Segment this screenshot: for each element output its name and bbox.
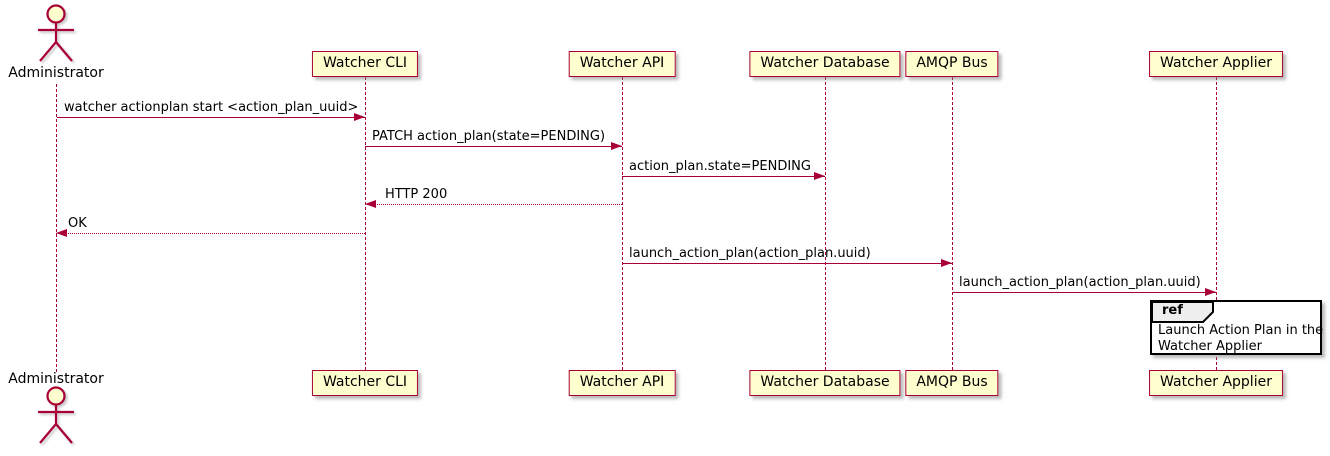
arrowhead-icon [941, 259, 952, 267]
arrowhead-icon [814, 172, 825, 180]
lifeline-watcher-api [622, 77, 623, 370]
actor-icon [38, 386, 74, 444]
ref-keyword: ref [1162, 303, 1183, 318]
participant-top-amqp-bus: AMQP Bus [905, 51, 999, 77]
participant-bottom-watcher-applier: Watcher Applier [1149, 370, 1283, 396]
participant-bottom-watcher-cli: Watcher CLI [311, 370, 419, 396]
message-line-3 [622, 176, 825, 177]
message-line-6 [622, 263, 952, 264]
ref-text: Launch Action Plan in the Watcher Applie… [1158, 323, 1323, 355]
message-label-6: launch_action_plan(action_plan.uuid) [629, 246, 871, 261]
arrowhead-icon [1205, 288, 1216, 296]
participant-bottom-watcher-api: Watcher API [568, 370, 676, 396]
message-line-5 [56, 233, 365, 234]
participant-bottom-watcher-database: Watcher Database [749, 370, 901, 396]
message-line-2 [365, 146, 622, 147]
actor-label-bottom: Administrator [8, 371, 104, 387]
actor-label-top: Administrator [8, 65, 104, 81]
arrowhead-icon [611, 142, 622, 150]
message-label-3: action_plan.state=PENDING [629, 159, 811, 174]
actor-icon [38, 4, 74, 62]
message-label-5: OK [68, 216, 87, 231]
participant-top-watcher-database: Watcher Database [749, 51, 901, 77]
message-line-7 [952, 292, 1216, 293]
lifeline-watcher-cli [365, 77, 366, 370]
message-label-7: launch_action_plan(action_plan.uuid) [959, 275, 1201, 290]
lifeline-administrator [56, 84, 57, 372]
lifeline-amqp-bus [952, 77, 953, 370]
arrowhead-icon [354, 113, 365, 121]
ref-tab-shape [1151, 301, 1214, 323]
ref-fragment: ref Launch Action Plan in the Watcher Ap… [1150, 300, 1323, 355]
message-line-1 [57, 117, 365, 118]
arrowhead-icon [56, 229, 67, 237]
lifeline-watcher-database [825, 77, 826, 370]
message-label-1: watcher actionplan start <action_plan_uu… [64, 100, 359, 115]
message-label-4: HTTP 200 [385, 187, 448, 202]
ref-text-line1: Launch Action Plan in the [1158, 323, 1324, 338]
ref-text-line2: Watcher Applier [1158, 339, 1262, 354]
message-line-4 [365, 204, 622, 205]
participant-bottom-amqp-bus: AMQP Bus [905, 370, 999, 396]
participant-top-watcher-api: Watcher API [568, 51, 676, 77]
lifeline-watcher-applier [1216, 77, 1217, 370]
message-label-2: PATCH action_plan(state=PENDING) [372, 129, 606, 144]
participant-top-watcher-cli: Watcher CLI [311, 51, 419, 77]
arrowhead-icon [365, 200, 376, 208]
participant-top-watcher-applier: Watcher Applier [1149, 51, 1283, 77]
